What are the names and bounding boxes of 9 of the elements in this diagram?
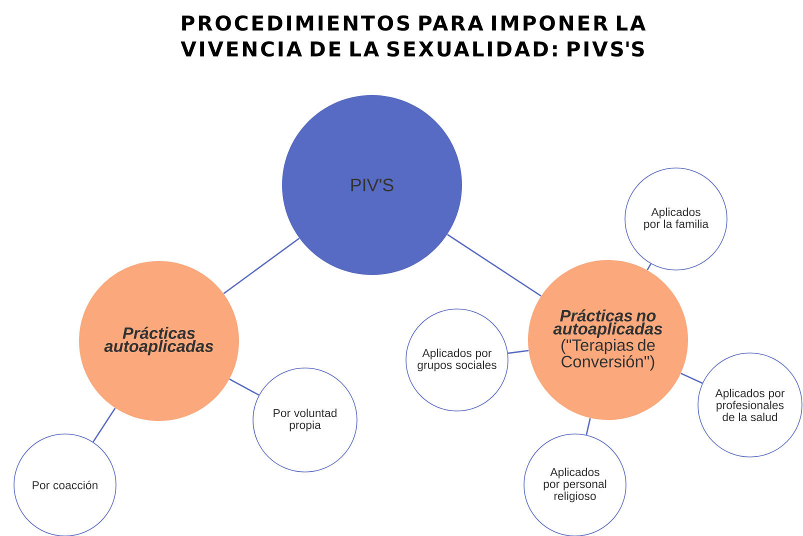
connector-line xyxy=(223,238,300,294)
connector-line xyxy=(680,372,703,384)
connector-line xyxy=(508,350,529,354)
connector-line xyxy=(92,408,116,442)
connector-line xyxy=(447,234,542,297)
connector-line xyxy=(646,263,652,270)
title: PROCEDIMIENTOS PARA IMPONER LA VIVENCIA DE LA SEXUALIDAD: PIVS'S xyxy=(180,15,646,57)
connector-line xyxy=(229,378,260,396)
connector-line xyxy=(586,418,591,436)
